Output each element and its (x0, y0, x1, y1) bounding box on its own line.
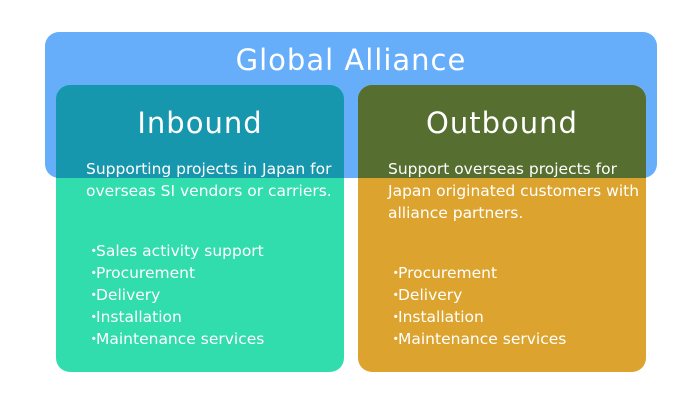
bullet-glyph: ・ (86, 286, 102, 304)
bullet-glyph: ・ (86, 242, 102, 260)
bullet-glyph: ・ (86, 308, 102, 326)
outbound-service-list: ・Procurement ・Delivery ・Installation ・Ma… (388, 262, 643, 350)
list-item: ・Delivery (388, 284, 643, 306)
bullet-glyph: ・ (86, 264, 102, 282)
list-item: ・Maintenance services (86, 328, 341, 350)
outbound-title: Outbound (426, 106, 578, 140)
bullet-glyph: ・ (86, 330, 102, 348)
outbound-box: Outbound Support overseas projects for J… (358, 85, 646, 372)
list-item: ・Maintenance services (388, 328, 643, 350)
list-item: ・Sales activity support (86, 240, 341, 262)
list-item-label: Delivery (398, 286, 463, 304)
list-item: ・Procurement (86, 262, 341, 284)
list-item-label: Procurement (96, 264, 196, 282)
list-item-label: Maintenance services (96, 330, 265, 348)
list-item-label: Sales activity support (96, 242, 264, 260)
inbound-title: Inbound (137, 106, 263, 140)
list-item-label: Maintenance services (398, 330, 567, 348)
inbound-service-list: ・Sales activity support ・Procurement ・De… (86, 240, 341, 350)
bullet-glyph: ・ (388, 330, 404, 348)
bullet-glyph: ・ (388, 286, 404, 304)
global-alliance-title: Global Alliance (235, 43, 467, 77)
inbound-box: Inbound Supporting projects in Japan for… (56, 85, 344, 372)
list-item-label: Delivery (96, 286, 161, 304)
bullet-glyph: ・ (388, 264, 404, 282)
list-item-label: Procurement (398, 264, 498, 282)
bullet-glyph: ・ (388, 308, 404, 326)
inbound-overlap-region (56, 85, 344, 178)
inbound-description: Supporting projects in Japan for oversea… (86, 160, 332, 200)
list-item: ・Installation (86, 306, 341, 328)
outbound-overlap-region (358, 85, 646, 178)
list-item-label: Installation (96, 308, 182, 326)
list-item: ・Installation (388, 306, 643, 328)
list-item-label: Installation (398, 308, 484, 326)
outbound-description: Support overseas projects for Japan orig… (388, 160, 640, 222)
list-item: ・Delivery (86, 284, 341, 306)
list-item: ・Procurement (388, 262, 643, 284)
